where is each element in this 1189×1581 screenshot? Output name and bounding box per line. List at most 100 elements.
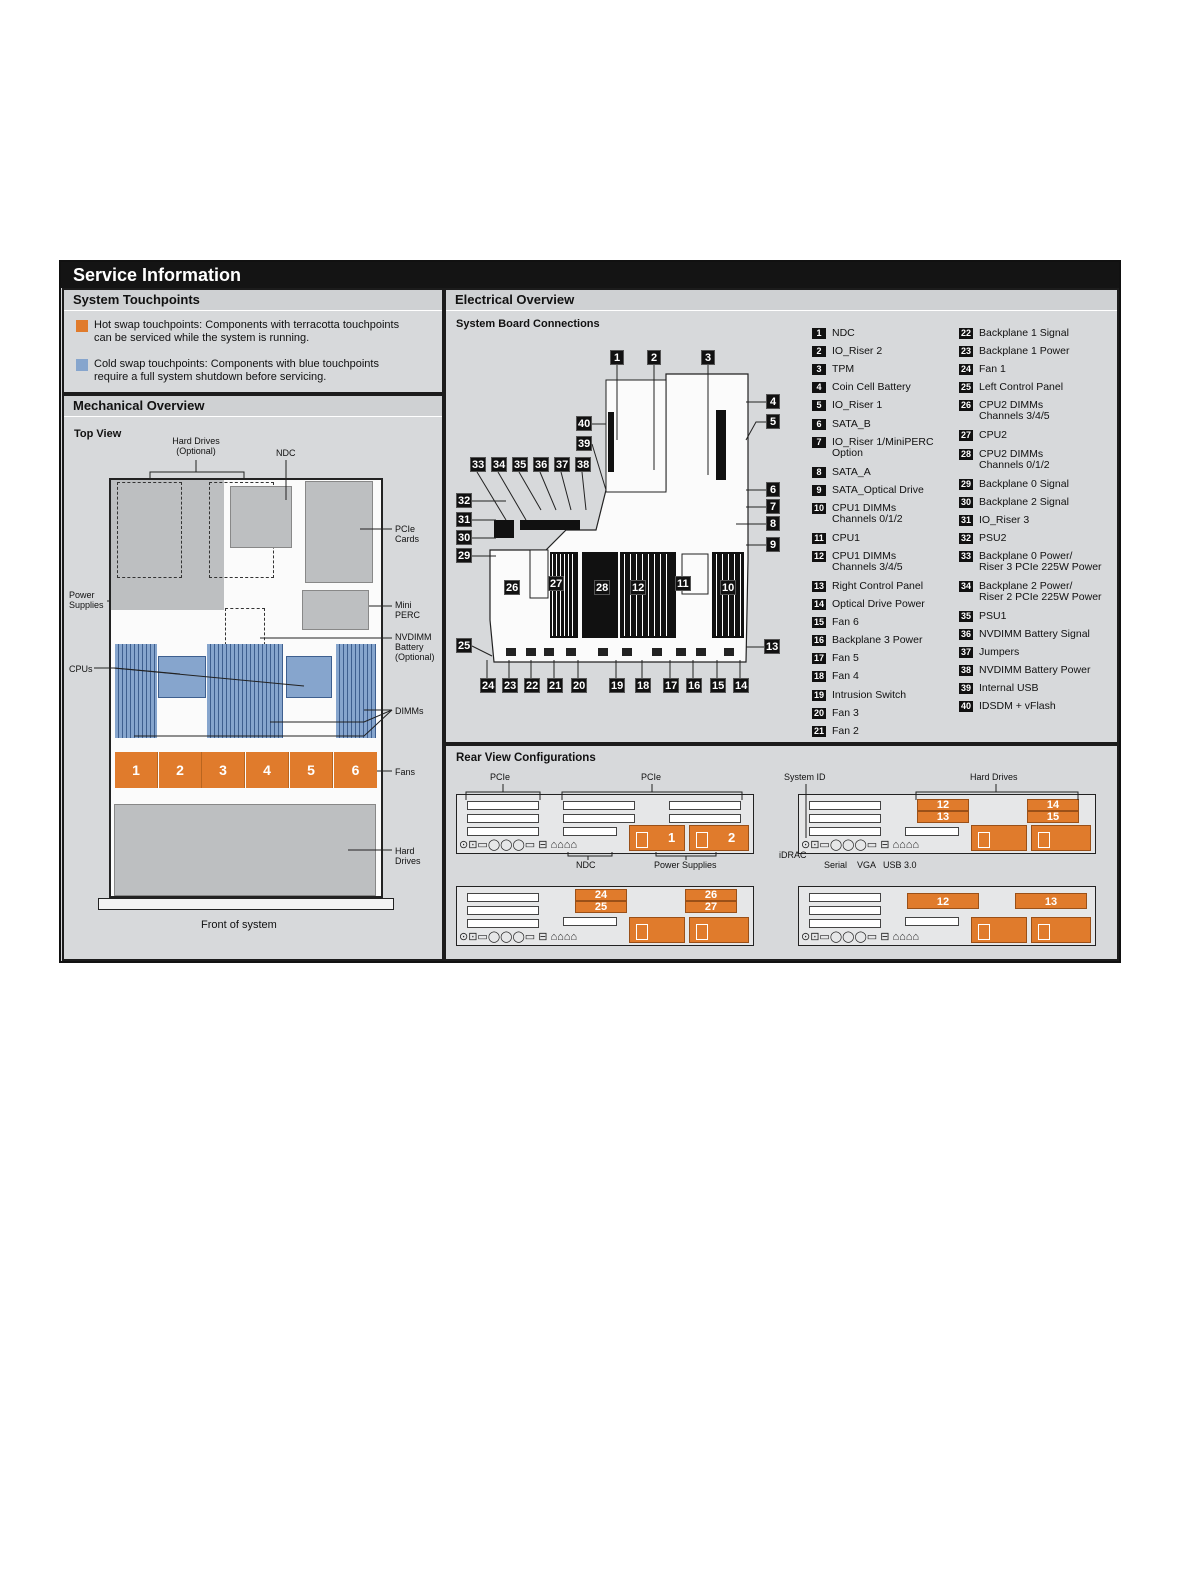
legend-number-30: 30 [959,496,973,508]
c4-slot-3 [809,919,881,928]
cold-swap-swatch [76,359,88,371]
board-num-6: 6 [766,482,780,497]
c3-drive-24: 24 [575,889,627,901]
legend-number-6: 6 [812,418,826,430]
ndc-block [230,486,292,548]
c1-slot-4 [563,801,635,810]
legend-text-20: Fan 3 [832,706,859,719]
sheet-title: Service Information [61,262,1119,288]
legend-text-21: Fan 2 [832,724,859,737]
board-num-40: 40 [576,416,593,431]
board-num-23: 23 [502,678,519,693]
board-num-33: 33 [470,457,487,472]
c2-ports: ⊙⊡▭◯◯◯▭ ⊟ ⌂⌂⌂⌂ [801,839,920,851]
mechanical-panel: Mechanical Overview Top View Hard Drives… [62,394,444,961]
legend-number-23: 23 [959,346,973,358]
legend-number-36: 36 [959,629,973,640]
board-num-10: 10 [720,580,737,595]
board-num-36: 36 [533,457,550,472]
label-cpus: CPUs [69,664,93,674]
board-num-28: 28 [594,580,611,595]
rear-label-idrac: iDRAC [779,850,807,860]
legend-number-18: 18 [812,671,826,683]
rear-label-hard-drives: Hard Drives [970,772,1018,782]
legend-text-33: Backplane 0 Power/ [979,549,1073,562]
board-num-34: 34 [491,457,508,472]
c3-slot-3 [467,919,539,928]
legend-text-7: IO_Riser 1/MiniPERC [832,435,934,448]
fan-4[interactable]: 4 [246,752,289,788]
c2-drive-12: 12 [917,799,969,811]
board-num-38: 38 [575,457,592,472]
c1-slot-2 [467,814,539,823]
board-num-18: 18 [635,678,652,693]
touchpoints-title: System Touchpoints [64,290,442,311]
c3-psu-1 [629,917,685,943]
legend-item-30: 30 Backplane 2 Signal [959,495,1069,508]
rear-config-4: 12 13 ⊙⊡▭◯◯◯▭ ⊟ ⌂⌂⌂⌂ [798,886,1096,946]
hard-drives-block [114,804,376,896]
board-num-4: 4 [766,394,780,409]
board-num-5: 5 [766,414,780,429]
legend-number-39: 39 [959,683,973,695]
fan-6[interactable]: 6 [334,752,377,788]
fan-1[interactable]: 1 [115,752,158,788]
board-leader-lines [471,365,766,678]
legend-number-26: 26 [959,400,973,412]
fan-5[interactable]: 5 [290,752,333,788]
legend-text-6: SATA_B [832,417,871,430]
c2-slot-4 [905,827,959,836]
electrical-panel: Electrical Overview System Board Connect… [444,288,1119,744]
legend-number-24: 24 [959,364,973,376]
c3-psu-2 [689,917,749,943]
board-num-39: 39 [576,436,593,451]
fan-2[interactable]: 2 [159,752,202,788]
c3-drive-25: 25 [575,901,627,913]
board-num-29: 29 [456,548,473,563]
c1-psu-1: 1 [629,825,685,851]
board-num-20: 20 [571,678,588,693]
legend-text-12: CPU1 DIMMs [832,549,897,562]
cpu1-block [286,656,332,698]
top-view-title: Top View [74,428,122,440]
c4-slot-1 [809,893,881,902]
front-bezel [98,898,394,910]
c1-slot-8 [563,827,617,836]
rear-label-power-supplies: Power Supplies [654,860,717,870]
board-num-35: 35 [512,457,529,472]
board-num-15: 15 [710,678,727,693]
legend-text-7-line2: Option [832,446,863,459]
legend-text-30: Backplane 2 Signal [979,495,1069,508]
legend-number-9: 9 [812,484,826,496]
legend-text-11: CPU1 [832,531,861,544]
legend-number-35: 35 [959,610,973,622]
legend-number-28: 28 [959,448,973,460]
c2-psu-1 [971,825,1027,851]
legend-number-32: 32 [959,532,973,544]
c1-slot-7 [669,814,741,823]
legend-text-4: Coin Cell Battery [832,381,911,394]
c1-slot-5 [563,814,635,823]
fan-3[interactable]: 3 [202,752,245,788]
board-num-1: 1 [610,350,624,365]
optional-drive-bay-1 [117,482,182,578]
board-num-14: 14 [733,678,750,693]
c2-slot-3 [809,827,881,836]
legend-text-31: IO_Riser 3 [979,513,1030,526]
legend-number-33: 33 [959,550,973,562]
legend-text-34-line2: Riser 2 PCIe 225W Power [979,590,1102,603]
c4-slot-2 [809,906,881,915]
rear-label-serial: Serial [824,860,848,870]
board-num-2: 2 [647,350,661,365]
